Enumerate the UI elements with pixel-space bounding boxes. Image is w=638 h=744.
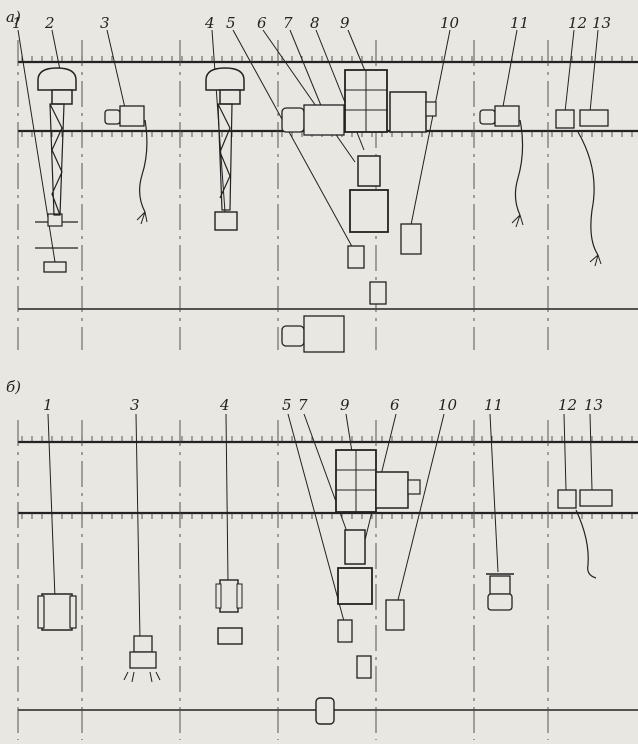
callout-a-3: 3 xyxy=(100,14,110,32)
drilling-rig-icon xyxy=(205,67,245,231)
truck-b xyxy=(315,697,335,725)
callout-a-5: 5 xyxy=(226,14,236,32)
callout-a-10: 10 xyxy=(440,14,460,32)
leader-lines-b xyxy=(47,413,593,641)
drilling-rig-b4 xyxy=(215,579,243,645)
callout-a-1: 1 xyxy=(12,14,22,32)
tower-crane-icon xyxy=(37,67,77,216)
pump-unit-a12 xyxy=(555,109,609,267)
compressor-unit-icon xyxy=(104,105,148,225)
callout-a-9: 9 xyxy=(340,14,350,32)
callout-b-12: 12 xyxy=(558,396,577,414)
callout-b-6: 6 xyxy=(390,396,400,414)
main-equipment-cluster-b xyxy=(335,449,421,679)
compressor-unit-a11 xyxy=(479,105,524,228)
callout-a-13: 13 xyxy=(592,14,611,32)
callout-b-5: 5 xyxy=(282,396,292,414)
pump-unit-b12 xyxy=(557,489,613,579)
sprayer-vehicle-b3 xyxy=(123,635,161,683)
callout-b-4: 4 xyxy=(219,396,230,414)
crane-base-a1 xyxy=(35,213,78,273)
scale-ticks-b xyxy=(21,436,633,519)
panel-a-label: а) xyxy=(6,8,21,26)
leader-lines-a xyxy=(17,29,599,263)
callout-labels-b: 1 3 4 5 7 9 6 10 11 12 13 xyxy=(43,396,603,414)
callout-labels-a: 1 2 3 4 5 6 7 8 9 10 11 12 13 xyxy=(12,14,611,32)
callout-b-3: 3 xyxy=(130,396,140,414)
callout-a-7: 7 xyxy=(283,14,293,32)
truck-icon xyxy=(281,315,345,353)
panel-b-label: б) xyxy=(6,378,21,396)
main-equipment-cluster-a xyxy=(281,69,437,233)
callout-a-2: 2 xyxy=(44,14,55,32)
callout-a-8: 8 xyxy=(310,14,320,32)
tracked-tractor-icon xyxy=(37,593,77,631)
callout-b-11: 11 xyxy=(484,396,503,414)
panel-a: а) 1 2 3 4 5 6 7 8 9 10 11 12 13 xyxy=(6,8,638,353)
callout-b-9: 9 xyxy=(340,396,350,414)
callout-b-1: 1 xyxy=(43,396,53,414)
grid-lines-b xyxy=(17,420,549,740)
callout-b-10: 10 xyxy=(438,396,458,414)
callout-a-12: 12 xyxy=(568,14,587,32)
callout-b-13: 13 xyxy=(584,396,603,414)
callout-a-11: 11 xyxy=(510,14,529,32)
skip-container-icon xyxy=(347,223,422,305)
callout-a-6: 6 xyxy=(257,14,267,32)
grid-lines-a xyxy=(17,40,549,350)
panel-b: б) 1 3 4 5 7 9 6 10 11 12 13 xyxy=(6,378,638,740)
callout-b-7: 7 xyxy=(298,396,308,414)
callout-a-4: 4 xyxy=(204,14,215,32)
wheel-loader-b11 xyxy=(486,573,514,611)
